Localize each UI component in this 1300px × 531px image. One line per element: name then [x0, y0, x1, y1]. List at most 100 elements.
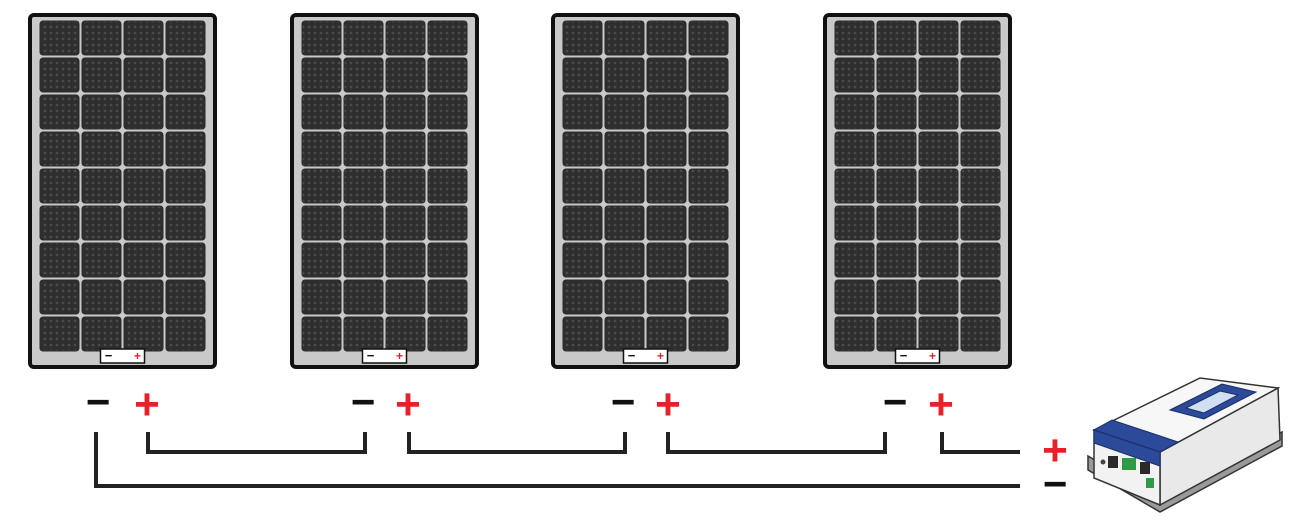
solar-cell	[385, 242, 426, 278]
solar-cell	[301, 316, 342, 352]
solar-cell	[385, 316, 426, 352]
solar-cell	[646, 242, 687, 278]
solar-cell	[385, 168, 426, 204]
solar-cell	[834, 168, 875, 204]
solar-cell	[301, 57, 342, 93]
solar-cell	[646, 168, 687, 204]
solar-cell	[604, 131, 645, 167]
solar-cell	[123, 242, 164, 278]
solar-cell	[81, 205, 122, 241]
solar-cell	[39, 242, 80, 278]
solar-cell	[646, 131, 687, 167]
solar-cell	[301, 279, 342, 315]
solar-cell	[688, 279, 729, 315]
junction-box-positive-label: +	[134, 349, 141, 363]
solar-cell	[385, 57, 426, 93]
solar-cell	[646, 20, 687, 56]
solar-cell	[385, 205, 426, 241]
solar-cell	[385, 279, 426, 315]
solar-cell	[604, 316, 645, 352]
solar-cell	[427, 131, 468, 167]
charge-controller	[1087, 377, 1283, 513]
solar-cell	[39, 94, 80, 130]
controller-negative-input-label: −	[1043, 460, 1068, 507]
solar-cell	[301, 168, 342, 204]
solar-cell	[918, 279, 959, 315]
solar-cell	[834, 316, 875, 352]
solar-cell	[834, 242, 875, 278]
solar-cell	[81, 242, 122, 278]
solar-cell	[688, 94, 729, 130]
solar-cell	[876, 205, 917, 241]
solar-cell	[960, 316, 1001, 352]
solar-cell	[39, 57, 80, 93]
solar-cell	[81, 131, 122, 167]
junction-box-positive-label: +	[396, 349, 403, 363]
solar-cell	[301, 94, 342, 130]
solar-cell	[427, 20, 468, 56]
solar-cell	[343, 168, 384, 204]
solar-cell	[39, 131, 80, 167]
solar-cell	[604, 57, 645, 93]
solar-cell	[604, 279, 645, 315]
solar-cell	[604, 94, 645, 130]
solar-cell	[301, 20, 342, 56]
solar-cell	[646, 57, 687, 93]
wire-p1-positive-to-p2-negative	[146, 432, 367, 454]
solar-cell	[688, 20, 729, 56]
solar-cell	[343, 242, 384, 278]
solar-cell	[834, 279, 875, 315]
controller-terminal-block-1	[1108, 456, 1118, 468]
controller-blue-side-band	[1093, 429, 1161, 467]
solar-cell	[165, 279, 206, 315]
solar-cell	[562, 131, 603, 167]
solar-cell	[427, 168, 468, 204]
solar-cell	[301, 205, 342, 241]
series-wiring	[94, 432, 1020, 488]
solar-cell	[427, 242, 468, 278]
solar-cell	[165, 20, 206, 56]
junction-box-positive-label: +	[929, 349, 936, 363]
solar-cell	[834, 20, 875, 56]
solar-cell	[427, 94, 468, 130]
solar-cell	[688, 242, 729, 278]
solar-cell	[39, 279, 80, 315]
solar-cell	[123, 316, 164, 352]
solar-cell	[562, 316, 603, 352]
solar-cell	[604, 20, 645, 56]
solar-cell	[81, 94, 122, 130]
solar-cell	[343, 205, 384, 241]
solar-cell	[343, 20, 384, 56]
solar-cell	[123, 20, 164, 56]
solar-cell	[688, 205, 729, 241]
solar-cell	[301, 131, 342, 167]
solar-cell	[918, 205, 959, 241]
solar-cell	[646, 279, 687, 315]
solar-cell	[343, 279, 384, 315]
solar-cell	[960, 168, 1001, 204]
panel-2-negative-terminal: −	[351, 378, 376, 425]
junction-box	[99, 348, 146, 364]
panel-2-positive-terminal: +	[395, 380, 421, 429]
junction-box-negative-label: −	[105, 348, 113, 363]
solar-cell	[123, 57, 164, 93]
controller-lcd-screen	[1184, 390, 1240, 414]
controller-led	[1100, 459, 1106, 465]
solar-cell	[918, 316, 959, 352]
solar-cell	[834, 57, 875, 93]
wire-p4-positive-to-controller	[940, 432, 1020, 454]
solar-cell	[876, 131, 917, 167]
solar-cell	[604, 168, 645, 204]
solar-cell	[562, 94, 603, 130]
solar-cell	[427, 316, 468, 352]
solar-cell	[39, 316, 80, 352]
solar-cell	[918, 94, 959, 130]
solar-cell	[688, 168, 729, 204]
solar-cell	[81, 279, 122, 315]
panel-4-positive-terminal: +	[928, 380, 954, 429]
solar-cell	[123, 279, 164, 315]
solar-cell	[301, 242, 342, 278]
solar-panel: −+	[290, 13, 479, 369]
solar-cell	[165, 205, 206, 241]
